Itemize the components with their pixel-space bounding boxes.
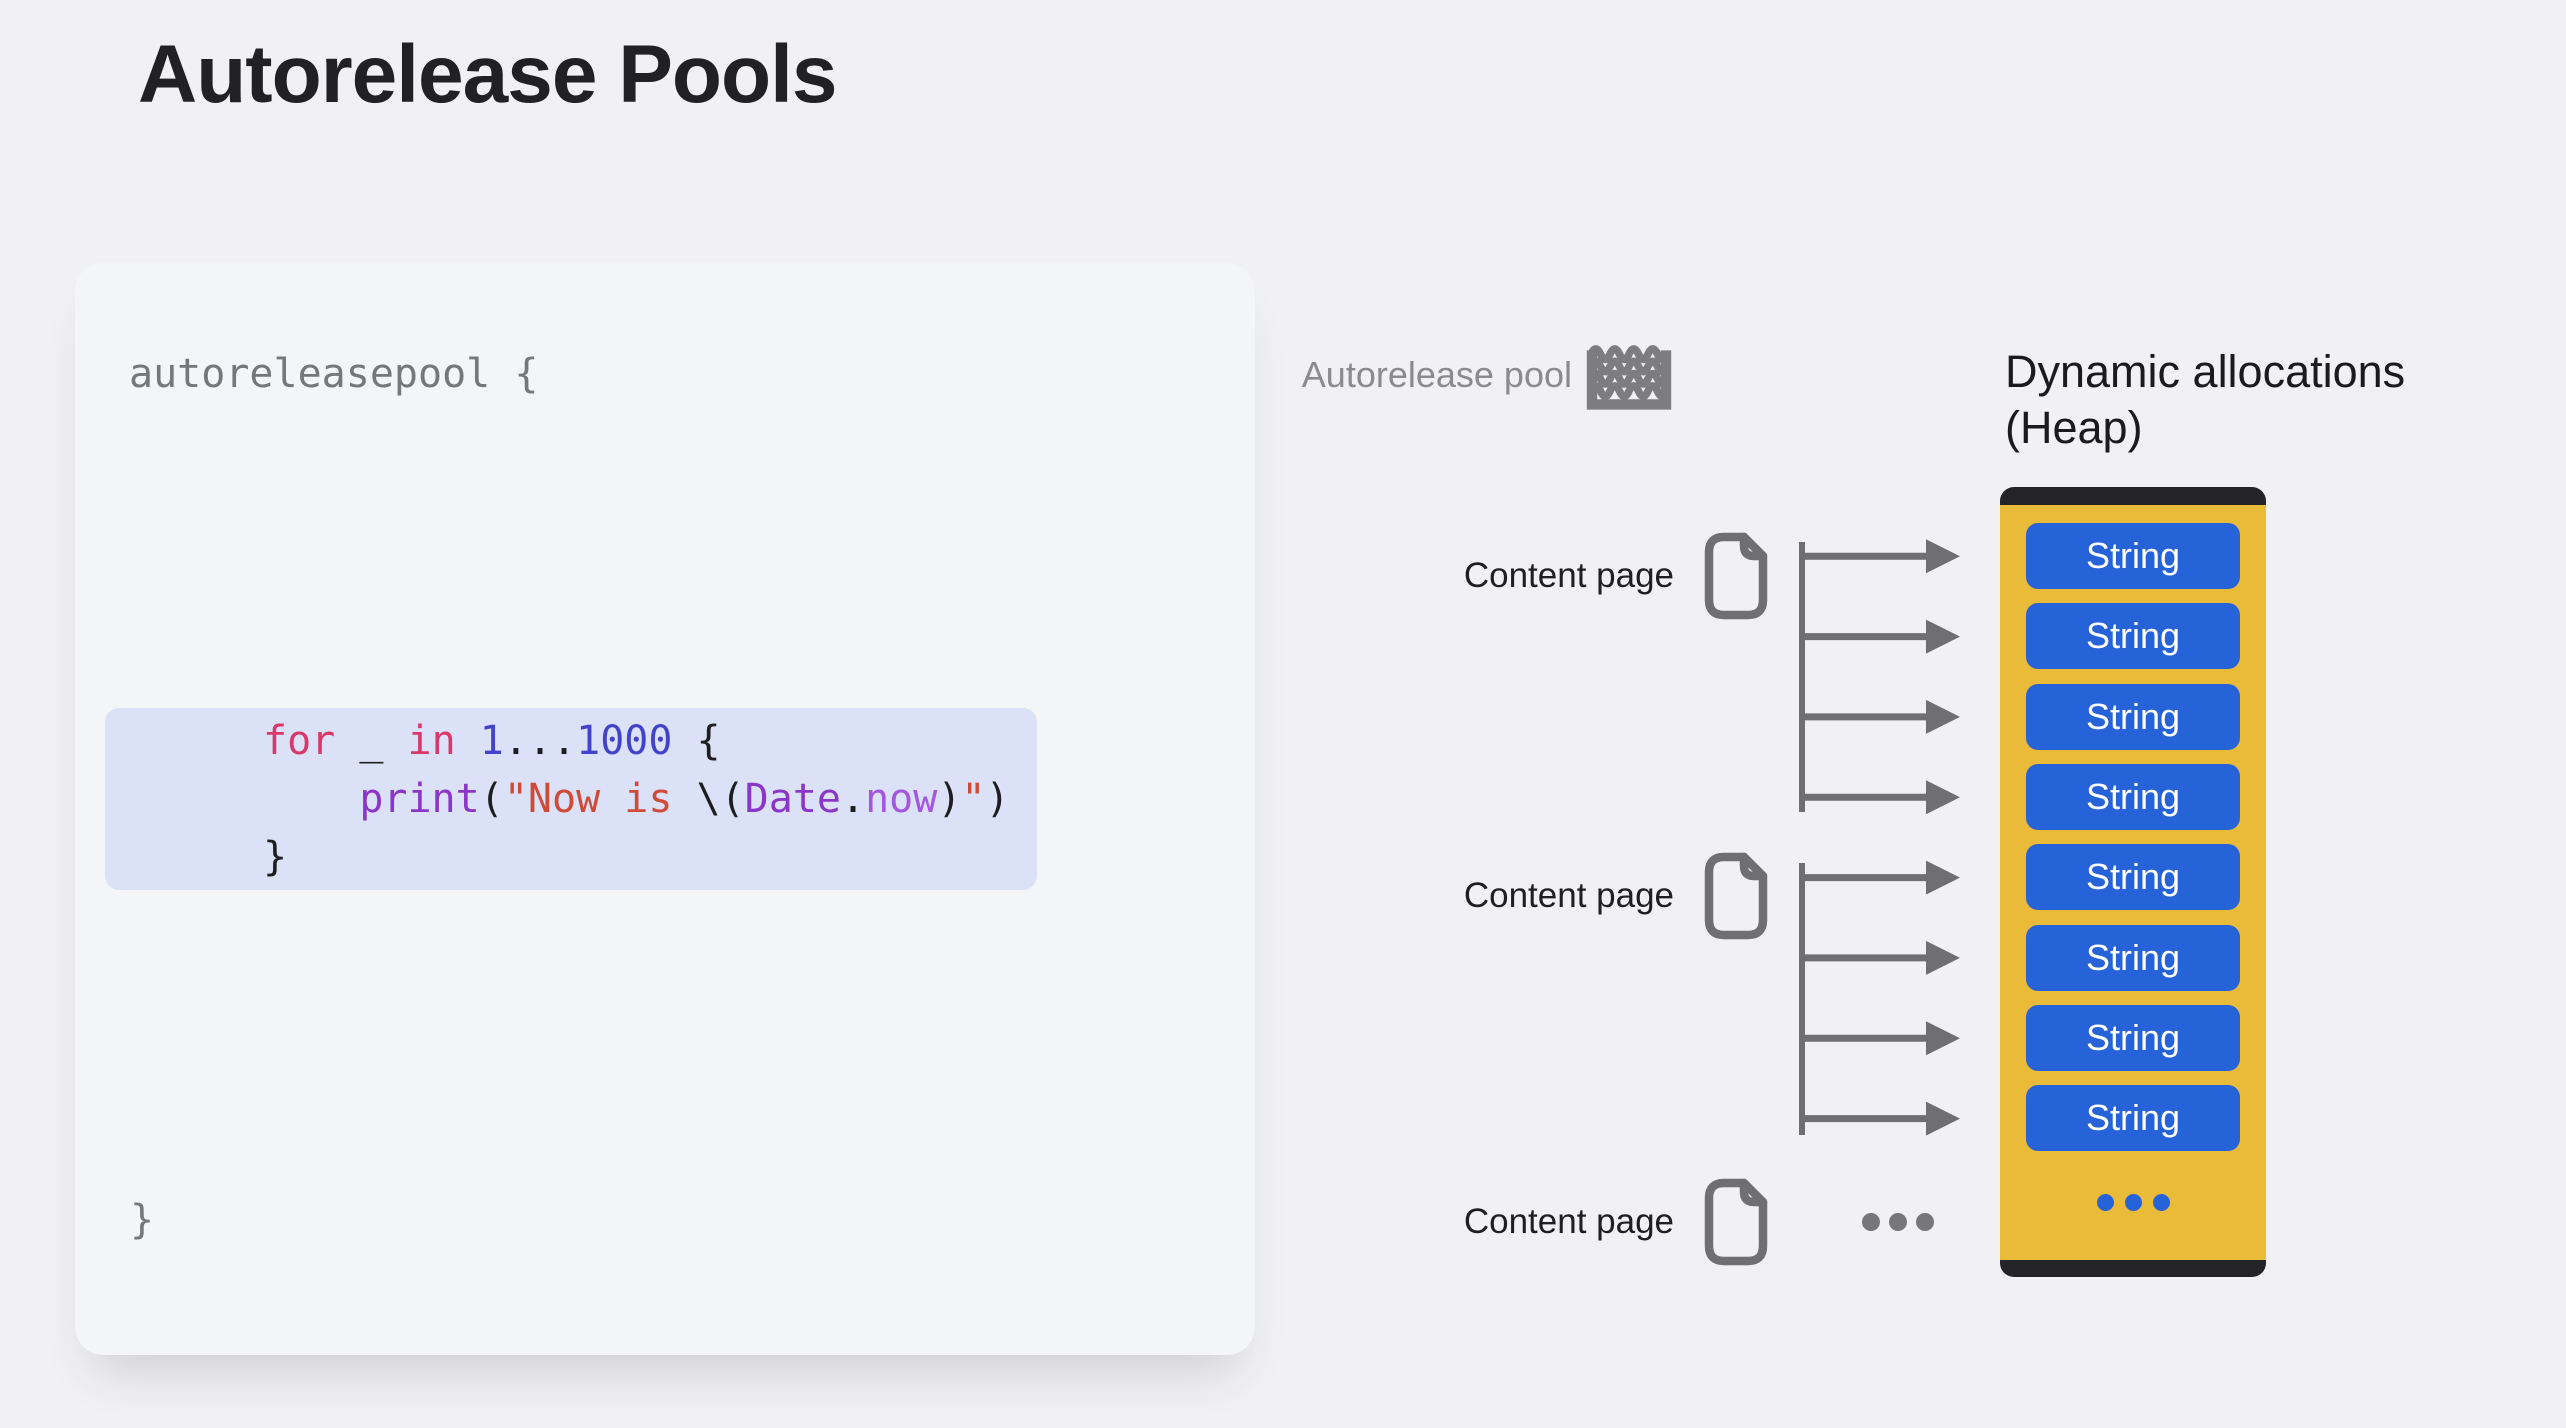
autorelease-pool-label: Autorelease pool [1301,354,1572,395]
arrow-head [1926,940,1960,975]
content-page-label: Content page [1463,1202,1674,1241]
code-card: autoreleasepool { for _ in 1...1000 {pri… [75,263,1255,1355]
content-page-label: Content page [1463,556,1674,595]
code-token: 1 [479,718,504,764]
arrow-head [1926,860,1960,895]
arrow-head [1926,539,1960,574]
document-icon [1704,532,1768,620]
code-token: in [407,718,456,764]
document-icon [1704,852,1768,940]
code-token: 1000 [576,718,673,764]
code-token: ... [503,718,577,764]
code-open-line: autoreleasepool { [129,351,539,397]
document-icon [1704,1178,1768,1266]
heap-string-box: String [2026,603,2240,670]
heap-string-box: String [2026,924,2240,991]
code-highlight-block: for _ in 1...1000 {print("Now is \(Date.… [105,708,1037,890]
arrow-head [1926,780,1960,815]
code-line: } [263,828,1037,886]
code-token: " [961,776,986,822]
code-token: { [672,718,721,764]
autorelease-pool-label-row: Autorelease pool [1285,337,1673,413]
page-title: Autorelease Pools [138,29,837,120]
code-token: Date [744,776,841,822]
code-token: ) [985,776,1010,822]
pool-waves-icon [1586,345,1672,410]
code-token: } [263,834,288,880]
dot [1916,1213,1934,1231]
code-token: . [840,776,866,822]
code-token: print [359,776,480,822]
code-token [456,718,480,764]
arrow-head [1926,1101,1960,1136]
arrow-head [1926,619,1960,654]
heap-string-box: String [2026,523,2240,589]
content-page-row-2: Content page [1424,850,1772,942]
code-token: ) [937,776,962,822]
content-page-row-3: Content page [1424,1176,1772,1268]
dot [1862,1213,1880,1231]
code-token: now [865,776,938,822]
code-line: print("Now is \(Date.now)") [263,770,1037,828]
heap-title-line1: Dynamic allocations [2005,346,2406,397]
more-strings-dots [2000,1194,2266,1211]
heap-title: Dynamic allocations (Heap) [2005,344,2405,456]
code-line: for _ in 1...1000 { [263,712,1037,770]
code-close-line: } [130,1197,155,1243]
code-token: ( [479,776,504,822]
heap-string-box: String [2026,1085,2240,1152]
code-token: for [263,718,336,764]
heap-string-box: String [2026,1004,2240,1071]
dot [2124,1194,2142,1211]
code-token: \( [696,776,745,822]
content-page-label: Content page [1463,876,1674,915]
dot [2096,1194,2114,1211]
arrow-head [1926,699,1960,734]
dot [1889,1213,1907,1231]
code-token: _ [335,718,408,764]
heap-string-box: String [2026,763,2240,830]
heap-string-box: String [2026,844,2240,911]
content-page-row-1: Content page [1424,530,1772,622]
more-pages-dots [1862,1213,1934,1231]
arrow-head [1926,1021,1960,1056]
heap-string-box: String [2026,683,2240,750]
code-token: "Now is [503,776,697,822]
heap-title-line2: (Heap) [2005,402,2143,453]
dot [2152,1194,2170,1211]
